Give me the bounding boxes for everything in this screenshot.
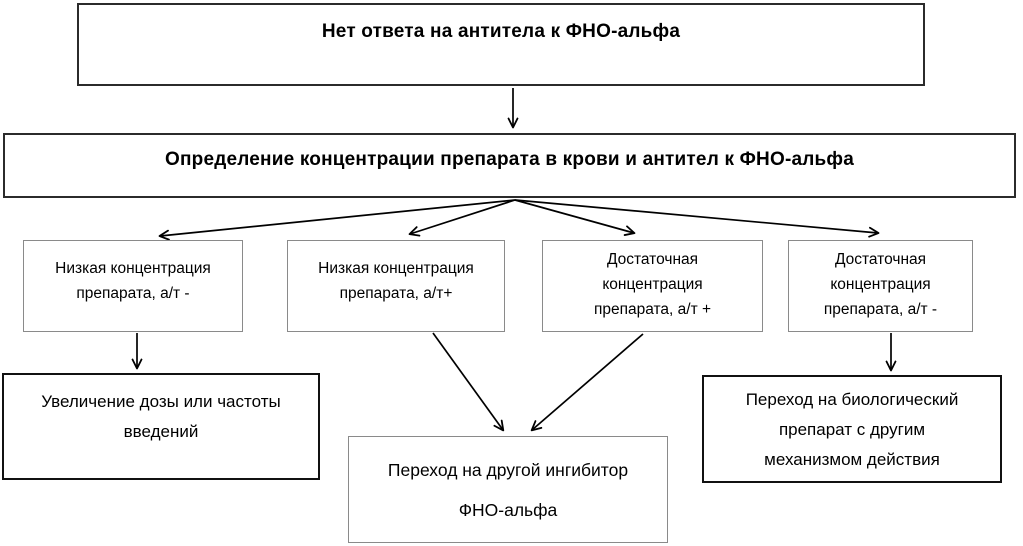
box-sufficient-concentration-ab-positive-line3: препарата, а/т + <box>593 301 712 318</box>
box-sufficient-concentration-ab-negative-line2: концентрация <box>830 276 931 293</box>
box-low-concentration-ab-negative-line2: препарата, а/т - <box>76 285 190 302</box>
box-determine-concentration-text: Определение концентрации препарата в кро… <box>165 149 854 170</box>
arrow-main-to-suf-neg <box>514 199 880 238</box>
box-switch-tnf-inhibitor-line2: ФНО-альфа <box>458 500 558 520</box>
box-switch-other-mechanism-line1: Переход на биологический <box>745 390 959 409</box>
box-switch-other-mechanism-line2: препарат с другим <box>778 420 926 439</box>
box-switch-tnf-inhibitor-line1: Переход на другой ингибитор <box>387 460 629 480</box>
arrow-main-to-low-pos <box>408 199 516 237</box>
box-determine-concentration: Определение концентрации препарата в кро… <box>3 133 1016 198</box>
box-sufficient-concentration-ab-positive-line2: концентрация <box>602 276 703 293</box>
box-low-concentration-ab-positive-line2: препарата, а/т+ <box>339 285 453 302</box>
box-switch-tnf-inhibitor: Переход на другой ингибитор ФНО-альфа <box>348 436 668 543</box>
box-switch-other-mechanism: Переход на биологический препарат с друг… <box>702 375 1002 483</box>
box-sufficient-concentration-ab-negative-line1: Достаточная <box>834 251 927 268</box>
box-no-response: Нет ответа на антитела к ФНО-альфа <box>77 3 925 86</box>
box-increase-dose-line1: Увеличение дозы или частоты <box>41 392 281 411</box>
box-increase-dose-line2: введений <box>123 422 199 441</box>
box-low-concentration-ab-negative-line1: Низкая концентрация <box>55 260 211 277</box>
arrow-low-pos-to-inhibitor <box>432 332 505 432</box>
box-sufficient-concentration-ab-positive-line1: Достаточная <box>606 251 699 268</box>
box-low-concentration-ab-negative: Низкая концентрация препарата, а/т - <box>23 240 243 332</box>
box-sufficient-concentration-ab-positive: Достаточная концентрация препарата, а/т … <box>542 240 763 332</box>
box-low-concentration-ab-positive: Низкая концентрация препарата, а/т+ <box>287 240 505 332</box>
box-low-concentration-ab-positive-line1: Низкая концентрация <box>318 260 474 277</box>
arrow-suf-pos-to-inhibitor <box>530 333 644 432</box>
box-increase-dose: Увеличение дозы или частоты введений <box>2 373 320 480</box>
arrow-main-to-low-neg <box>158 199 516 241</box>
box-sufficient-concentration-ab-negative-line3: препарата, а/т - <box>823 301 938 318</box>
box-sufficient-concentration-ab-negative: Достаточная концентрация препарата, а/т … <box>788 240 973 332</box>
box-switch-other-mechanism-line3: механизмом действия <box>764 450 940 469</box>
arrow-main-to-suf-pos <box>514 199 636 236</box>
box-no-response-text: Нет ответа на антитела к ФНО-альфа <box>321 21 681 42</box>
